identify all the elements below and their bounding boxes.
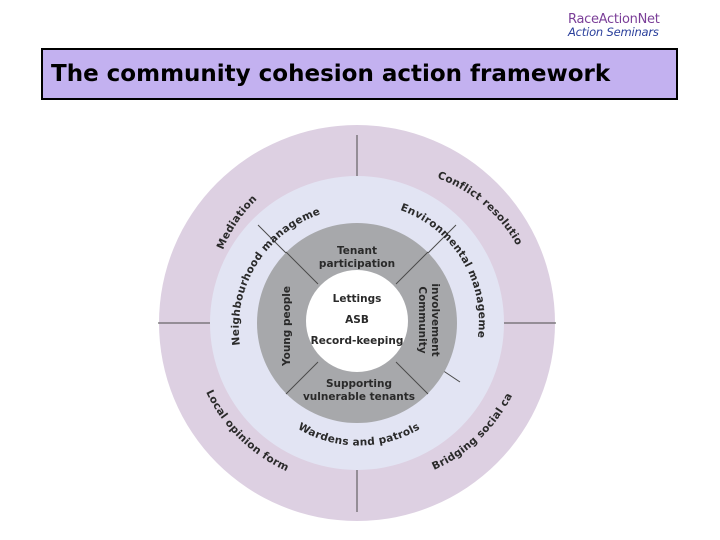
divider-middle-top-right xyxy=(423,224,457,258)
divider-inner-2 xyxy=(395,251,429,285)
core-label-record-keeping: Record-keeping xyxy=(311,335,404,347)
core-label-asb: ASB xyxy=(345,314,369,326)
logo-line-1: RaceActionNet xyxy=(568,12,660,27)
inner-label-participation: participation xyxy=(319,258,395,270)
title-box: The community cohesion action framework xyxy=(41,48,678,100)
inner-label-community: Community xyxy=(416,286,428,353)
logo-line-2: Action Seminars xyxy=(568,25,659,39)
logo: RaceActionNet Action Seminars xyxy=(568,12,698,39)
inner-label-supporting: Supporting xyxy=(326,378,392,390)
divider-inner-3 xyxy=(285,361,319,395)
inner-label-involvement: involvement xyxy=(429,283,441,356)
inner-label-young-people: Young people xyxy=(281,286,293,367)
inner-label-tenant: Tenant xyxy=(337,245,377,257)
core-circle xyxy=(306,270,408,372)
inner-label-vulnerable-tenants: vulnerable tenants xyxy=(303,391,415,403)
core-label-lettings: Lettings xyxy=(333,293,382,305)
page-title: The community cohesion action framework xyxy=(51,61,611,87)
divider-middle-top-left xyxy=(257,224,291,258)
divider-inner-4 xyxy=(395,361,429,395)
divider-inner-1 xyxy=(285,251,319,285)
